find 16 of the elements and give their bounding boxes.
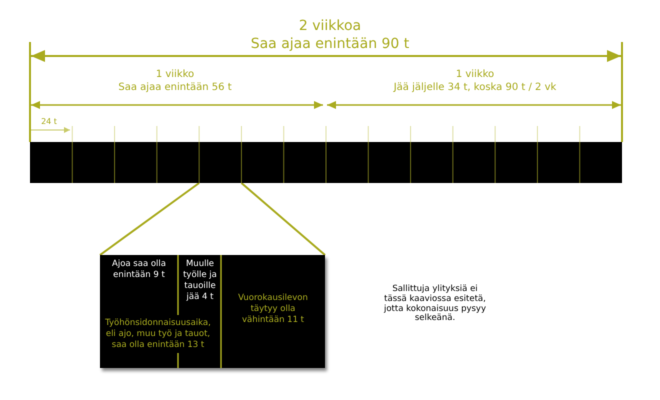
span-label: 1 viikko: [454, 69, 496, 80]
zoom-line: [240, 182, 326, 256]
note-text: Sallittuja ylityksiä ei tässä kaaviossa esitetä, jotta kokonaisuus pysyy selkeänä.: [382, 285, 487, 324]
span-label: Saa ajaa enintään 90 t: [250, 36, 410, 52]
zoom-line: [99, 182, 200, 256]
span-label: Jää jäljelle 34 t, koska 90 t / 2 vk: [392, 82, 558, 94]
panel-text: Muulle työlle ja tauoille jää 4 t: [180, 259, 220, 304]
panel-text: Vuorokausilevon täytyy olla vähintään 11 t: [230, 293, 316, 326]
span-label: 2 viikkoa: [298, 18, 362, 34]
detail-panel: [100, 255, 325, 368]
span-label: 24 t: [40, 117, 58, 126]
panel-text: Ajoa saa olla enintään 9 t: [102, 259, 176, 282]
span-label: Saa ajaa enintään 56 t: [117, 82, 233, 94]
panel-text: Työhönsidonnaisuusaika, eli ajo, muu työ ja tauot, saa olla enintään 13 t: [104, 318, 212, 352]
timeline-bar: [30, 142, 622, 183]
span-label: 1 viikko: [154, 69, 196, 80]
